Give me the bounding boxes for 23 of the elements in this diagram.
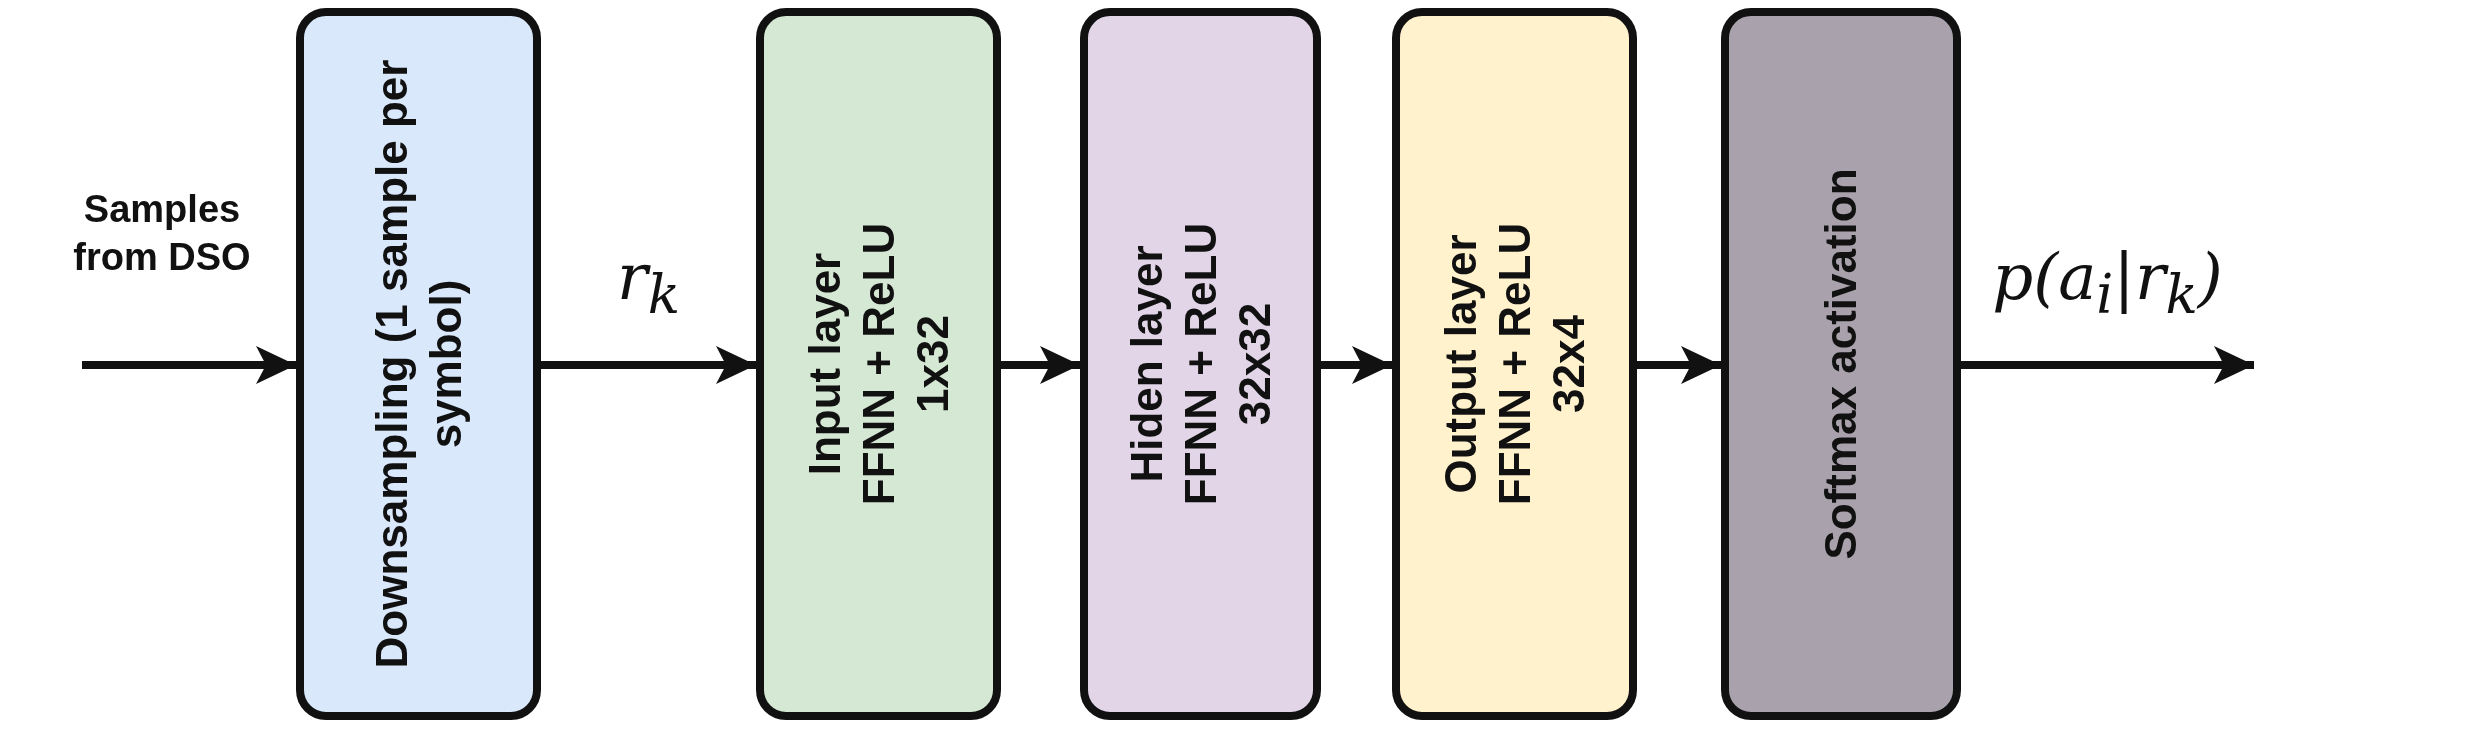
edge-label: p(a$_{i}$|r$_{k}$) <box>1992 240 2223 326</box>
box-text: Softmax activation <box>1815 167 1866 562</box>
process-box <box>1721 8 1961 720</box>
box-text: 32x32 <box>1228 301 1280 428</box>
arrow <box>1637 346 1721 384</box>
box-text: FFNN + ReLU <box>1488 221 1540 508</box>
box-text: Downsampling (1 sample per symbol) <box>365 58 471 671</box>
box-text: Hiden layer <box>1120 244 1172 485</box>
box-text: 32x4 <box>1542 314 1594 415</box>
arrow <box>541 346 756 384</box>
arrow <box>1001 346 1080 384</box>
process-box <box>1080 8 1321 720</box>
process-box <box>296 8 541 720</box>
box-text: 1x32 <box>906 314 958 415</box>
box-text: FFNN + ReLU <box>1174 221 1226 508</box>
arrow <box>1321 346 1392 384</box>
box-text: FFNN + ReLU <box>852 221 904 508</box>
process-box <box>756 8 1001 720</box>
box-text: Output layer <box>1434 233 1486 496</box>
process-box <box>1392 8 1637 720</box>
edge-label: Samples from DSO <box>72 187 252 280</box>
edge-label: r$_{k}$ <box>617 240 680 326</box>
box-text: Input layer <box>798 251 850 478</box>
